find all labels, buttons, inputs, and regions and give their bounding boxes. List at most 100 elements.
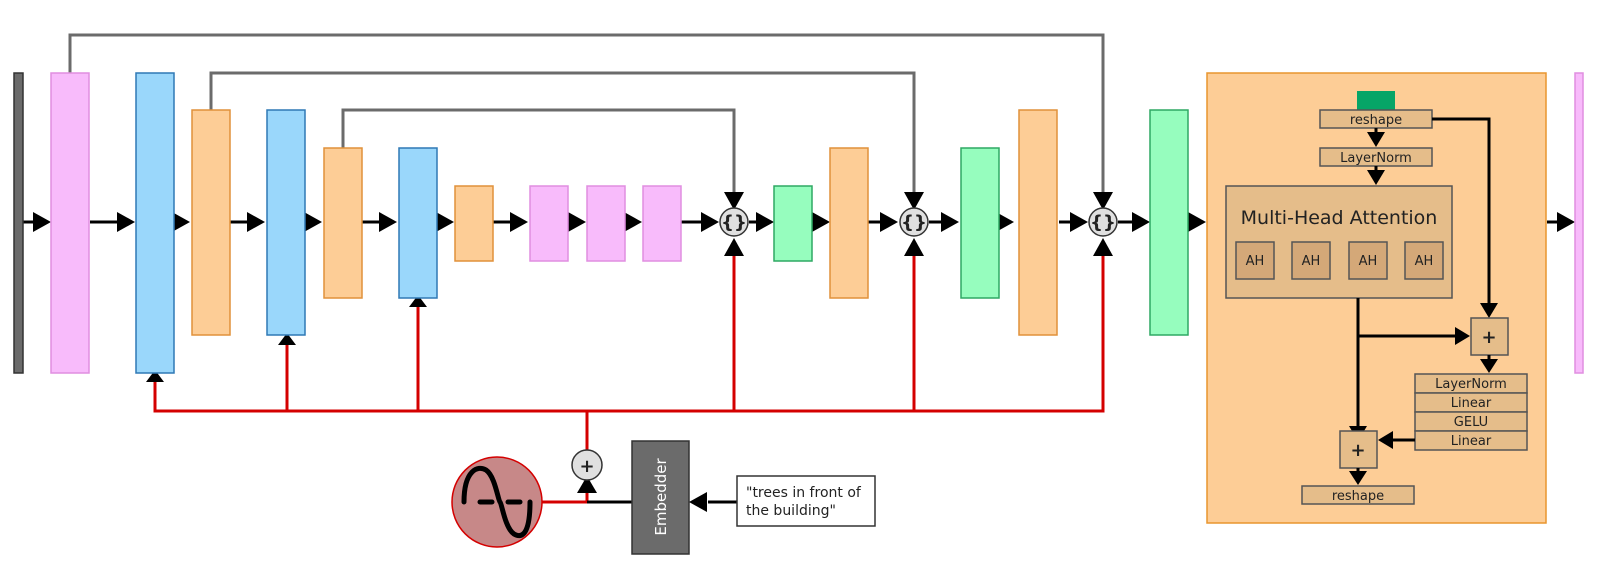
flow-arrowhead-3	[172, 212, 190, 232]
layernorm-top-label: LayerNorm	[1340, 151, 1412, 166]
blue-block-1	[135, 72, 175, 374]
attention-head-1	[1235, 241, 1275, 280]
concat-node-3: {}	[1088, 207, 1118, 237]
flow-arrowhead-9	[568, 212, 586, 232]
layernorm-to-mha-arrowhead	[1367, 170, 1385, 185]
cond-arrowhead-4	[724, 238, 744, 256]
add2-to-reshape-arrowhead	[1349, 471, 1367, 485]
mha-to-add1-arrowhead	[1455, 327, 1470, 345]
concat-node-1: {}	[719, 207, 749, 237]
pink-block-mid-1	[529, 185, 569, 262]
cond-bus	[153, 243, 1105, 413]
concat-symbol: {}	[1090, 212, 1116, 233]
cond-arrowheads	[146, 238, 1113, 493]
orange-block-5	[1018, 109, 1058, 336]
token-block	[1357, 91, 1395, 110]
flow-arrowhead-12	[756, 212, 774, 232]
embedder-rect	[631, 440, 690, 555]
attention-head-4	[1404, 241, 1444, 280]
add1-to-mlp-arrowhead	[1480, 359, 1498, 373]
flow-arrowhead-13	[812, 212, 830, 232]
green-block-2	[960, 147, 1000, 299]
attention-head-3-label: AH	[1359, 254, 1378, 269]
mlp-linear-2-label: Linear	[1451, 434, 1492, 449]
concat-node-2: {}	[899, 207, 929, 237]
orange-block-3	[454, 185, 494, 262]
prompt-line-2: the building"	[746, 503, 836, 519]
flow-arrowhead-17	[1070, 212, 1088, 232]
blue-block-2	[266, 109, 306, 336]
text-prompt: "trees in front of the building"	[736, 475, 876, 527]
flow-arrowhead-16	[996, 212, 1014, 232]
flow-arrowhead-5	[304, 212, 322, 232]
flow-arrowhead-6	[379, 212, 397, 232]
plus-symbol: +	[579, 456, 594, 477]
concat-symbol: {}	[721, 212, 747, 233]
skip-connection-inner	[341, 108, 736, 205]
concat-circle	[719, 207, 749, 237]
green-block-3	[1149, 109, 1189, 336]
attention-head-1-label: AH	[1246, 254, 1265, 269]
skip-connection-outer	[68, 33, 1105, 205]
attention-head-2	[1291, 241, 1331, 280]
flow-arrowhead-18	[1132, 212, 1150, 232]
mlp-layernorm-label: LayerNorm	[1435, 377, 1507, 392]
skip-connection-middle	[209, 71, 916, 205]
main-flow-arrowheads	[33, 212, 1575, 232]
sine-wave-path	[461, 465, 533, 539]
flow-arrowhead-8	[510, 212, 528, 232]
mha-title: Multi-Head Attention	[1241, 207, 1438, 229]
prompt-line-1: "trees in front of	[746, 485, 862, 501]
attention-head-4-label: AH	[1415, 254, 1434, 269]
attention-head-2-label: AH	[1302, 254, 1321, 269]
green-block-1	[773, 185, 813, 262]
skip-arrowhead-1	[724, 192, 744, 210]
cond-arrowhead-1	[146, 370, 164, 382]
cond-arrowhead-3	[409, 295, 427, 307]
sinusoid-embedding	[451, 456, 543, 548]
mlp-gelu-label: GELU	[1454, 415, 1488, 430]
plus-circle	[571, 449, 603, 481]
feature-blocks	[13, 72, 1584, 374]
pink-block-input	[50, 72, 90, 374]
cond-arrowhead-5	[904, 238, 924, 256]
pink-block-output	[1574, 72, 1584, 374]
residual-arrowhead-1	[1480, 303, 1498, 318]
orange-block-1	[191, 109, 231, 336]
flow-arrowhead-10	[624, 212, 642, 232]
mlp-linear-1-label: Linear	[1451, 396, 1492, 411]
prompt-box	[736, 475, 876, 527]
orange-block-2	[323, 147, 363, 299]
flow-arrowhead-14	[880, 212, 898, 232]
concat-symbol: {}	[901, 212, 927, 233]
reshape-bottom-box	[1301, 485, 1415, 505]
pink-block-mid-3	[642, 185, 682, 262]
add-box-2	[1339, 430, 1378, 469]
flow-arrowhead-1	[33, 212, 51, 232]
input-bar	[13, 72, 24, 374]
cond-plus-node: +	[571, 449, 603, 481]
cond-arrowhead-2	[278, 333, 296, 345]
add-box-1	[1470, 317, 1509, 356]
flow-arrowhead-19	[1188, 212, 1206, 232]
prompt-arrowhead	[689, 492, 707, 512]
reshape-top-label: reshape	[1350, 113, 1402, 128]
flow-arrowhead-2	[117, 212, 135, 232]
skip-connections	[68, 33, 1105, 205]
blue-block-3	[398, 147, 438, 299]
flow-arrowhead-15	[941, 212, 959, 232]
mlp-to-add2-arrowhead	[1378, 431, 1393, 449]
reshape-bottom-label: reshape	[1332, 489, 1384, 504]
embedder-block: Embedder	[631, 440, 690, 555]
orange-block-4	[829, 147, 869, 299]
flow-arrowhead-20	[1557, 212, 1575, 232]
pink-block-mid-2	[586, 185, 626, 262]
attention-panel: reshape LayerNorm Multi-Head Attention A…	[1206, 72, 1547, 524]
cond-arrowhead-6	[1093, 238, 1113, 256]
add-box-2-label: +	[1350, 440, 1365, 461]
skip-arrowheads	[724, 192, 1113, 210]
concat-circle	[899, 207, 929, 237]
residual-line-1	[1432, 117, 1491, 306]
flow-arrowhead-11	[701, 212, 719, 232]
